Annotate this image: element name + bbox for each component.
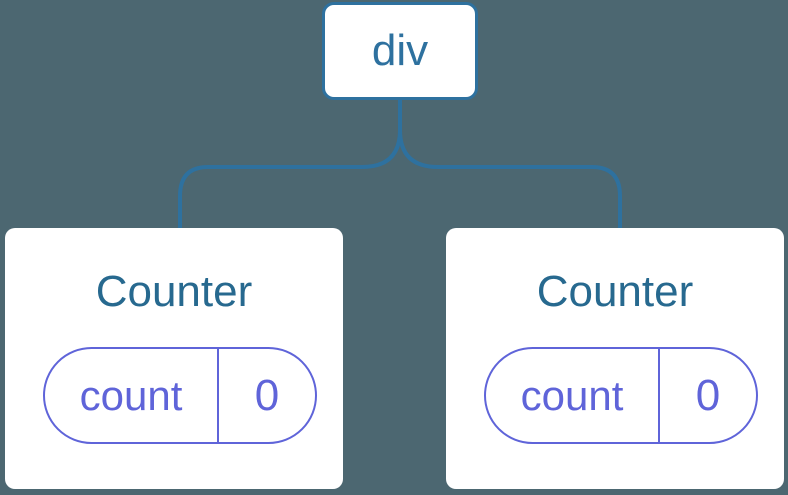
- root-node-label: div: [371, 26, 429, 75]
- counter-title: Counter: [95, 267, 253, 316]
- state-pill: count 0: [43, 347, 317, 444]
- connector-right-branch: [398, 99, 622, 229]
- state-value: 0: [695, 370, 721, 420]
- connector-left-branch: [178, 99, 402, 229]
- state-key-label: count: [486, 349, 660, 442]
- counter-title: Counter: [536, 267, 694, 316]
- state-pill: count 0: [484, 347, 758, 444]
- state-value: 0: [254, 370, 280, 420]
- state-key-label: count: [45, 349, 219, 442]
- counter-card-left: Counter count 0: [5, 228, 343, 489]
- root-node-div: div: [322, 2, 478, 100]
- counter-card-right: Counter count 0: [446, 228, 784, 489]
